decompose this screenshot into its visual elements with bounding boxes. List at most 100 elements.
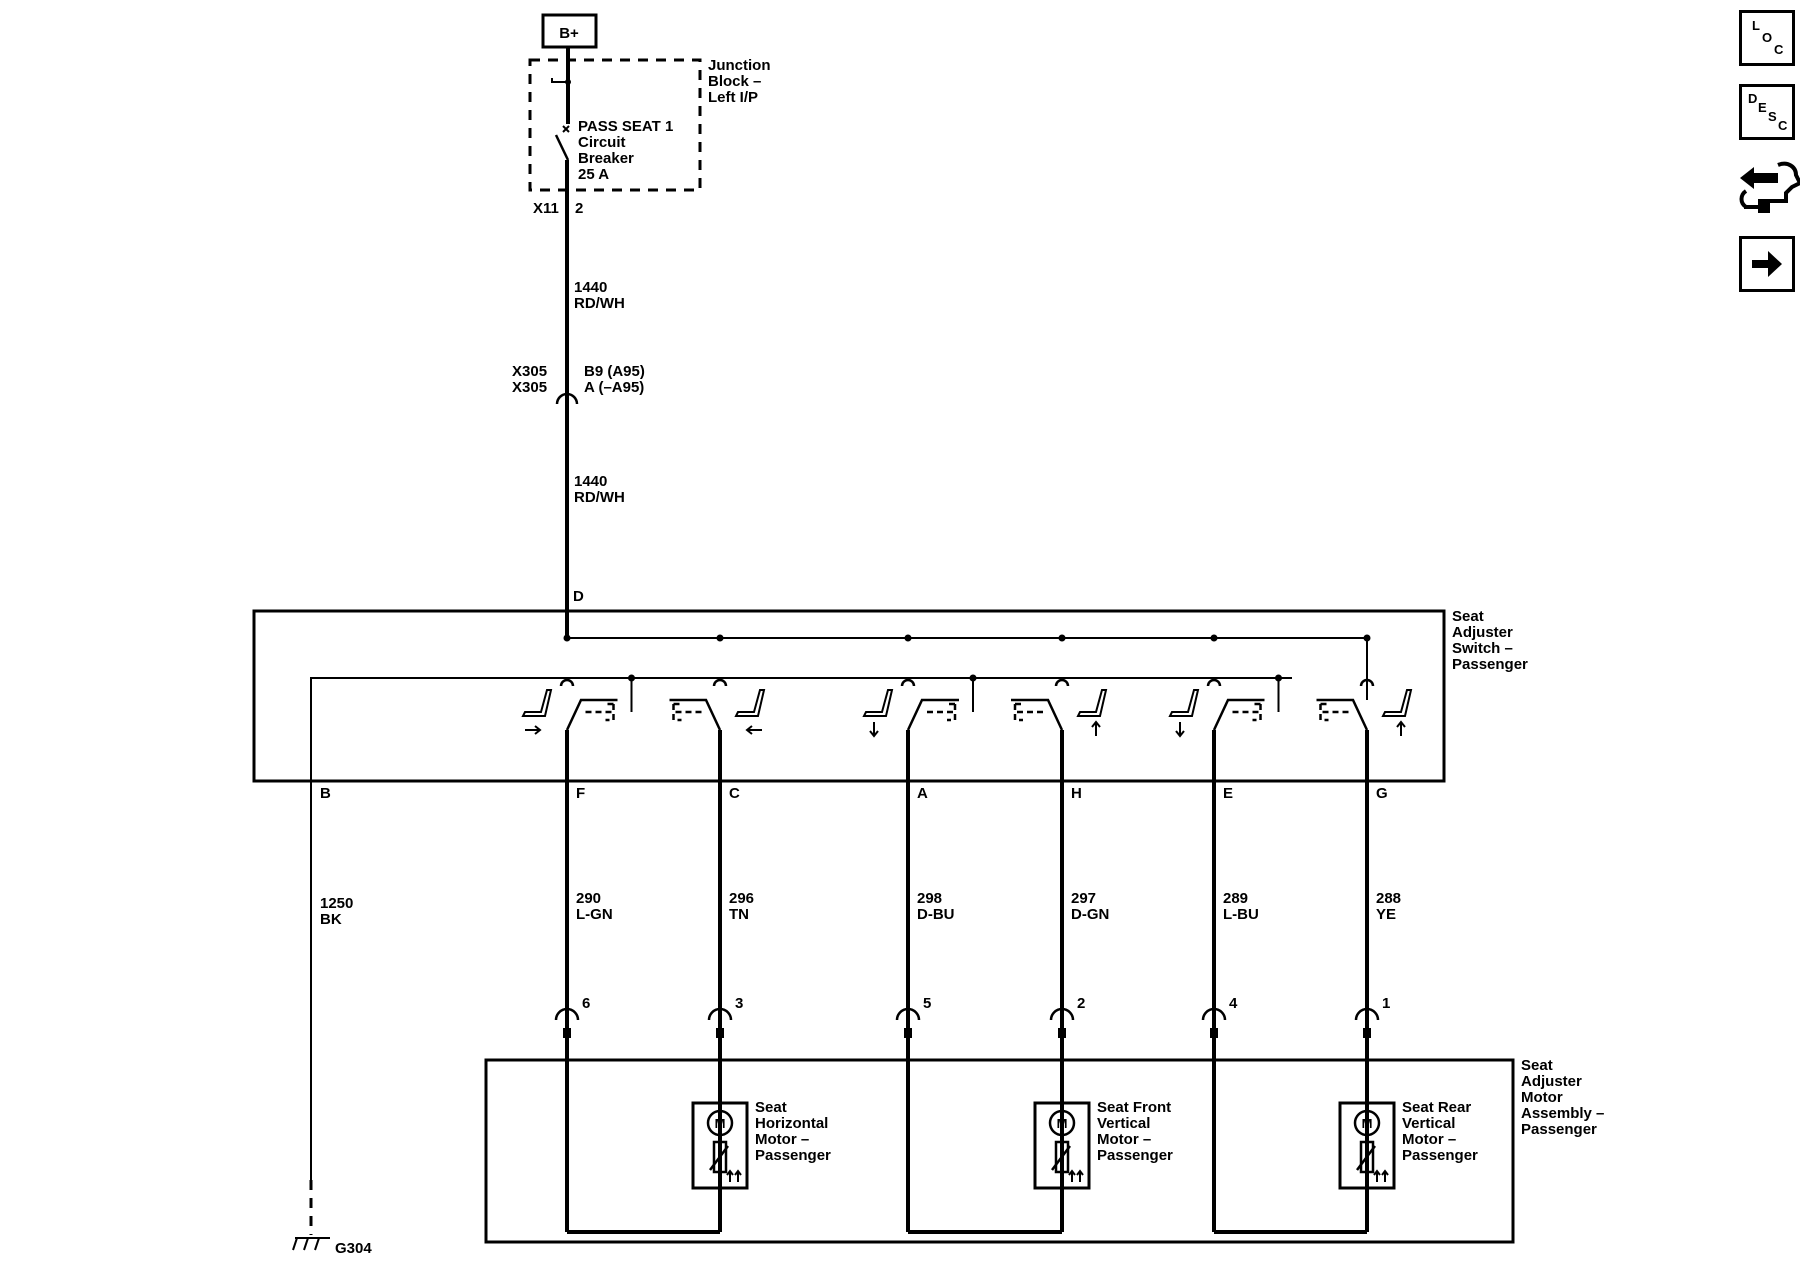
motor-letter: M bbox=[1057, 1116, 1068, 1131]
seat-icon bbox=[734, 689, 766, 735]
switch-input-pin: D bbox=[573, 588, 584, 605]
bus-junction-dot bbox=[563, 634, 571, 642]
ground-circuit: 1250 BK G304 bbox=[292, 895, 372, 1257]
bus-junction-dot bbox=[1363, 634, 1371, 642]
contact-arc bbox=[1359, 678, 1375, 687]
seat-icon bbox=[521, 689, 553, 735]
connector-pin-block bbox=[1363, 1028, 1371, 1038]
bus-junction-dot bbox=[716, 634, 724, 642]
switch-blade-right bbox=[669, 698, 722, 731]
motor-symbol-icon bbox=[706, 1109, 734, 1137]
location-button[interactable]: L O C bbox=[1739, 10, 1795, 66]
seat-outline bbox=[862, 689, 894, 717]
battery-positive-source: B+ bbox=[541, 13, 598, 49]
ground-wire-label: 1250 BK bbox=[320, 895, 358, 928]
seat-adjuster-motor-assembly: Seat Adjuster Motor Assembly – Passenger… bbox=[484, 1057, 1609, 1244]
switch-power-bus bbox=[567, 637, 1368, 700]
linkage-right bbox=[672, 702, 702, 722]
connector-pin-block bbox=[1210, 1028, 1218, 1038]
linkage-right bbox=[1013, 702, 1043, 722]
switch-blade-right bbox=[1011, 698, 1064, 731]
switch-pin-c: C bbox=[729, 785, 740, 802]
connector-pin-block bbox=[716, 1028, 724, 1038]
description-button[interactable]: D E S C bbox=[1739, 84, 1795, 140]
switch-blade-left bbox=[565, 698, 618, 731]
switch-contacts bbox=[521, 634, 1413, 738]
circuit-breaker-label: PASS SEAT 1 Circuit Breaker 25 A bbox=[578, 118, 677, 183]
motor-direction-arrows bbox=[1373, 1169, 1389, 1182]
motor-pin-3: 3 bbox=[735, 995, 743, 1012]
switch-ground-bus bbox=[310, 677, 1292, 1180]
connector-pin-block bbox=[563, 1028, 571, 1038]
contact-arc bbox=[900, 678, 916, 687]
connector-pin-block bbox=[904, 1028, 912, 1038]
connector-diagnostic-button[interactable] bbox=[1734, 153, 1800, 223]
arrow-right-icon bbox=[525, 725, 542, 735]
next-button[interactable] bbox=[1739, 236, 1795, 292]
seat-outline bbox=[734, 689, 766, 717]
motor-sensor-slash bbox=[709, 1145, 729, 1171]
connector-terminal bbox=[1049, 1007, 1075, 1021]
diagnostic-connector-icon bbox=[1739, 161, 1800, 213]
contact-arc bbox=[712, 678, 728, 687]
ground-label: G304 bbox=[335, 1240, 372, 1257]
loc-letter-c: C bbox=[1774, 42, 1784, 57]
arrow-left-icon bbox=[745, 725, 762, 735]
bus-junction-dot bbox=[904, 634, 912, 642]
motor-direction-arrows bbox=[726, 1169, 742, 1182]
connector-terminal bbox=[895, 1007, 921, 1021]
connector-terminal bbox=[554, 1007, 580, 1021]
motor-letter: M bbox=[715, 1116, 726, 1131]
switch-pin-b: B bbox=[320, 785, 331, 802]
contact-arc bbox=[559, 678, 575, 687]
motor-sensor-slash bbox=[1356, 1145, 1376, 1171]
switch-label: Seat Adjuster Switch – Passenger bbox=[1452, 608, 1528, 673]
switch-blade-left bbox=[906, 698, 959, 731]
bus-junction-dot bbox=[1058, 634, 1066, 642]
desc-letter-e: E bbox=[1758, 100, 1767, 115]
motor-housing bbox=[691, 1101, 749, 1190]
switch-pin-h: H bbox=[1071, 785, 1082, 802]
motor-assembly-label: Seat Adjuster Motor Assembly – Passenger bbox=[1521, 1057, 1609, 1138]
junction-pin-label: 2 bbox=[575, 200, 583, 217]
contact-arc bbox=[1054, 678, 1070, 687]
arrow-down-icon bbox=[1175, 722, 1185, 738]
power-label: B+ bbox=[559, 25, 579, 42]
switch-pin-g: G bbox=[1376, 785, 1388, 802]
desc-letter-s: S bbox=[1768, 109, 1777, 124]
motor-sensor-slash bbox=[1051, 1145, 1071, 1171]
circuit-breaker-symbol bbox=[551, 47, 571, 161]
motor-pin-6: 6 bbox=[582, 995, 590, 1012]
linkage-left bbox=[585, 702, 615, 722]
junction-connector-label: X11 bbox=[533, 200, 559, 217]
arrow-right-icon bbox=[1752, 251, 1782, 277]
switch-blade-right bbox=[1316, 698, 1369, 731]
junction-block: Junction Block – Left I/P PASS SEAT 1 Ci… bbox=[528, 47, 771, 217]
motor-pin-1: 1 bbox=[1382, 995, 1390, 1012]
inline-connector-pins: B9 (A95) A (–A95) bbox=[584, 363, 649, 396]
seat-outline bbox=[1381, 689, 1413, 717]
arrow-up-icon bbox=[1396, 720, 1406, 736]
loc-letter-o: O bbox=[1762, 30, 1773, 45]
contact-arc bbox=[1206, 678, 1222, 687]
motor-pin-2: 2 bbox=[1077, 995, 1085, 1012]
feed-wire-lower-label: 1440 RD/WH bbox=[574, 473, 625, 506]
switch-pin-a: A bbox=[917, 785, 928, 802]
